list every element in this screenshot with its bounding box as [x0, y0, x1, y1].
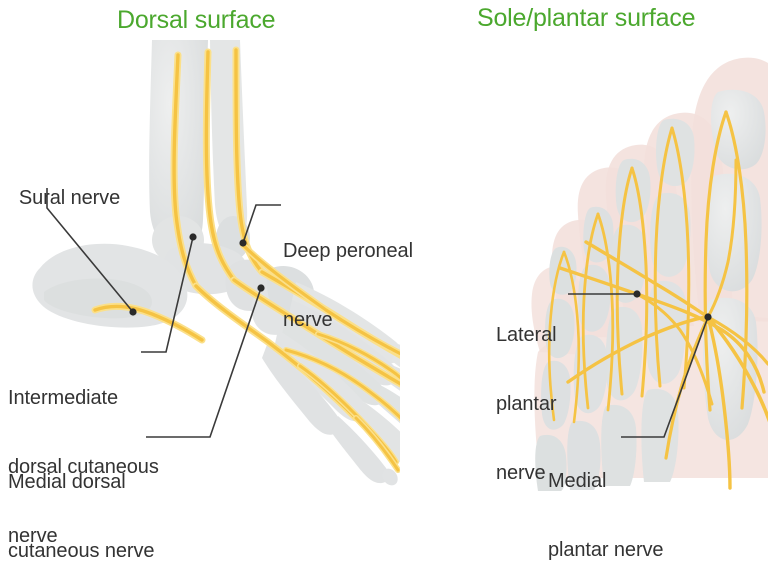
label-deep-peroneal-nerve: Deep peroneal nerve — [283, 194, 413, 355]
toe2-metatarsal — [535, 434, 567, 491]
hallux-digital-nerve — [703, 110, 749, 412]
label-medial-dorsal-line1: Medial dorsal — [8, 471, 126, 493]
label-sural-nerve: Sural nerve — [8, 164, 120, 210]
phalanx-proximal-5 — [330, 416, 389, 484]
toe5-metatarsal — [567, 420, 601, 490]
phalanx-distal-2 — [451, 404, 475, 424]
label-sural-line1: Sural nerve — [18, 187, 121, 209]
metatarsal-5 — [262, 342, 341, 435]
phalanx-distal-5 — [382, 468, 398, 486]
label-deep-peroneal-line2: nerve — [283, 309, 333, 331]
phalanx-distal-3 — [436, 430, 456, 450]
leader-dot-deep-peroneal — [239, 239, 247, 247]
label-lateral-plantar-line2: plantar — [496, 393, 557, 415]
label-lateral-plantar-line1: Lateral — [496, 324, 557, 346]
label-deep-peroneal-line1: Deep peroneal — [283, 240, 413, 262]
toe3-distal-phalanx — [656, 118, 695, 187]
label-intermediate-line1: Intermediate — [8, 387, 118, 409]
label-intermediate-line2: dorsal cutaneous — [8, 456, 159, 478]
toe4-metatarsal — [601, 404, 637, 486]
leader-dot-medial-plantar — [704, 313, 712, 321]
tibia-bone — [149, 40, 208, 252]
toe4-proximal-phalanx — [605, 306, 643, 401]
label-lateral-plantar-nerve: Lateral plantar nerve — [496, 278, 557, 508]
intermediate-dorsal-cutaneous-path — [192, 282, 401, 473]
toe5-proximal-phalanx — [573, 334, 608, 414]
label-medial-plantar-line1: Medial — [548, 470, 607, 492]
lateral-plantar-nerve-path — [558, 266, 766, 406]
dorsal-bones — [32, 40, 482, 486]
hallux-distal-phalanx — [711, 89, 766, 170]
label-medial-plantar-line2: plantar nerve — [548, 539, 664, 561]
leader-dot-intermediate — [189, 233, 197, 241]
plantar-nerves — [547, 110, 768, 490]
deep-peroneal-nerve-path — [239, 241, 460, 382]
leader-dot-medial-dorsal — [257, 284, 265, 292]
toe5-digital-nerve — [581, 212, 615, 412]
plantar-nerve-trunks — [706, 315, 768, 423]
medial-plantar-nerve-path — [566, 158, 738, 490]
label-medial-plantar-nerve: Medial plantar nerve — [548, 424, 664, 585]
label-medial-dorsal-line2: cutaneous nerve — [8, 540, 155, 562]
leader-sural — [46, 188, 134, 313]
label-lateral-plantar-line3: nerve — [496, 462, 546, 484]
panel-title-dorsal: Dorsal surface — [117, 6, 276, 34]
label-medial-dorsal-cutaneous-nerve: Medial dorsal cutaneous nerve — [8, 425, 154, 586]
leader-dot-sural — [129, 308, 137, 316]
toe2-middle-phalanx — [545, 298, 575, 359]
toe3-middle-phalanx — [650, 192, 691, 277]
leader-deep-peroneal — [242, 204, 281, 244]
toe3-digital-nerve — [653, 126, 691, 390]
leader-dot-lateral-plantar — [633, 290, 641, 298]
leader-medial-dorsal — [146, 287, 262, 438]
phalanx-proximal-4 — [356, 402, 422, 468]
toe3-metatarsal — [641, 388, 679, 482]
leader-medial-plantar — [621, 316, 709, 438]
plantar-foot-illustration — [531, 57, 768, 491]
leader-lines — [46, 188, 712, 438]
panel-title-plantar: Sole/plantar surface — [477, 4, 696, 32]
phalanx-distal-4 — [413, 451, 431, 469]
foot-nerve-diagram — [32, 40, 768, 491]
sural-nerve-path — [91, 303, 206, 344]
phalanx-proximal-3 — [374, 386, 447, 448]
toe4-digital-nerve — [615, 166, 649, 398]
leader-intermediate — [141, 236, 194, 353]
toe2-proximal-phalanx — [541, 360, 571, 430]
hallux-metatarsal — [703, 297, 758, 440]
